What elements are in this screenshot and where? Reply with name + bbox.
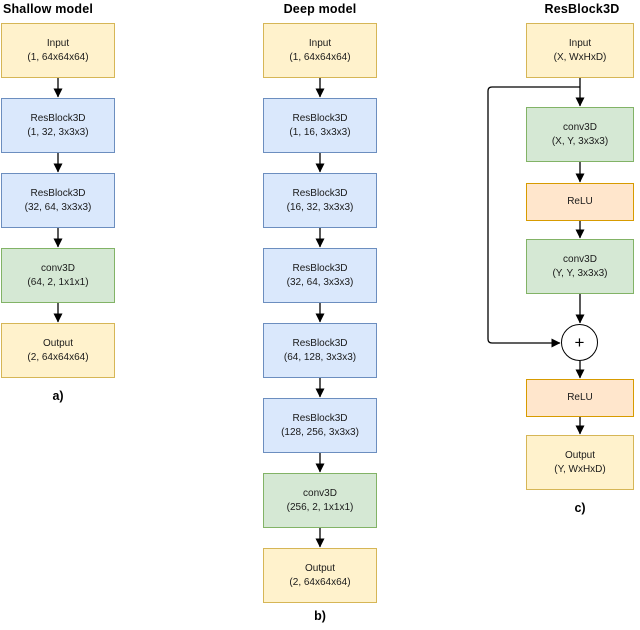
node-deep-input: Input (1, 64x64x64)	[263, 23, 377, 78]
node-label: Output	[42, 337, 74, 349]
caption-c: c)	[574, 501, 586, 515]
node-shallow-input: Input (1, 64x64x64)	[1, 23, 115, 78]
plus-icon: +	[574, 332, 585, 352]
node-label: Input	[568, 37, 592, 49]
node-resblock-relu-1: ReLU	[526, 183, 634, 221]
column-title-shallow-model: Shallow model	[2, 2, 94, 16]
node-shallow-conv3d: conv3D (64, 2, 1x1x1)	[1, 248, 115, 303]
node-params: (32, 64, 3x3x3)	[24, 201, 92, 213]
node-deep-resblock-2: ResBlock3D (16, 32, 3x3x3)	[263, 173, 377, 228]
node-params: (128, 256, 3x3x3)	[281, 426, 359, 438]
node-params: (Y, WxHxD)	[554, 463, 606, 475]
node-resblock-conv3d-1: conv3D (X, Y, 3x3x3)	[526, 107, 634, 162]
node-params: (Y, Y, 3x3x3)	[552, 267, 608, 279]
node-label: ResBlock3D	[292, 187, 348, 199]
node-params: (2, 64x64x64)	[289, 576, 351, 588]
node-params: (2, 64x64x64)	[27, 351, 89, 363]
node-label: Input	[308, 37, 332, 49]
node-params: (1, 64x64x64)	[27, 51, 89, 63]
node-label: ResBlock3D	[292, 112, 348, 124]
caption-b: b)	[314, 609, 326, 623]
node-resblock-input: Input (X, WxHxD)	[526, 23, 634, 78]
node-label: conv3D	[303, 487, 337, 499]
node-params: (64, 128, 3x3x3)	[283, 351, 357, 363]
node-resblock-output: Output (Y, WxHxD)	[526, 435, 634, 490]
node-label: ReLU	[567, 196, 593, 207]
node-label: Output	[564, 449, 596, 461]
node-params: (256, 2, 1x1x1)	[286, 501, 354, 513]
node-label: conv3D	[563, 253, 597, 265]
node-label: ResBlock3D	[292, 262, 348, 274]
node-params: (1, 16, 3x3x3)	[289, 126, 351, 138]
node-params: (1, 64x64x64)	[289, 51, 351, 63]
node-params: (64, 2, 1x1x1)	[27, 276, 89, 288]
column-title-resblock3d: ResBlock3D	[544, 2, 620, 16]
caption-a: a)	[52, 389, 64, 403]
node-label: ResBlock3D	[30, 187, 86, 199]
node-deep-conv3d: conv3D (256, 2, 1x1x1)	[263, 473, 377, 528]
node-deep-resblock-3: ResBlock3D (32, 64, 3x3x3)	[263, 248, 377, 303]
node-resblock-relu-2: ReLU	[526, 379, 634, 417]
node-label: ResBlock3D	[292, 412, 348, 424]
node-deep-resblock-5: ResBlock3D (128, 256, 3x3x3)	[263, 398, 377, 453]
node-label: ResBlock3D	[30, 112, 86, 124]
column-title-deep-model: Deep model	[283, 2, 357, 16]
node-shallow-output: Output (2, 64x64x64)	[1, 323, 115, 378]
node-label: conv3D	[41, 262, 75, 274]
node-label: conv3D	[563, 121, 597, 133]
node-params: (X, WxHxD)	[553, 51, 607, 63]
node-resblock-conv3d-2: conv3D (Y, Y, 3x3x3)	[526, 239, 634, 294]
sum-node: +	[561, 324, 598, 361]
node-label: Output	[304, 562, 336, 574]
node-deep-resblock-4: ResBlock3D (64, 128, 3x3x3)	[263, 323, 377, 378]
node-label: ResBlock3D	[292, 337, 348, 349]
node-params: (16, 32, 3x3x3)	[286, 201, 354, 213]
node-params: (X, Y, 3x3x3)	[551, 135, 609, 147]
node-deep-resblock-1: ResBlock3D (1, 16, 3x3x3)	[263, 98, 377, 153]
node-shallow-resblock-1: ResBlock3D (1, 32, 3x3x3)	[1, 98, 115, 153]
node-params: (32, 64, 3x3x3)	[286, 276, 354, 288]
node-deep-output: Output (2, 64x64x64)	[263, 548, 377, 603]
node-label: Input	[46, 37, 70, 49]
node-shallow-resblock-2: ResBlock3D (32, 64, 3x3x3)	[1, 173, 115, 228]
node-params: (1, 32, 3x3x3)	[27, 126, 89, 138]
node-label: ReLU	[567, 392, 593, 403]
